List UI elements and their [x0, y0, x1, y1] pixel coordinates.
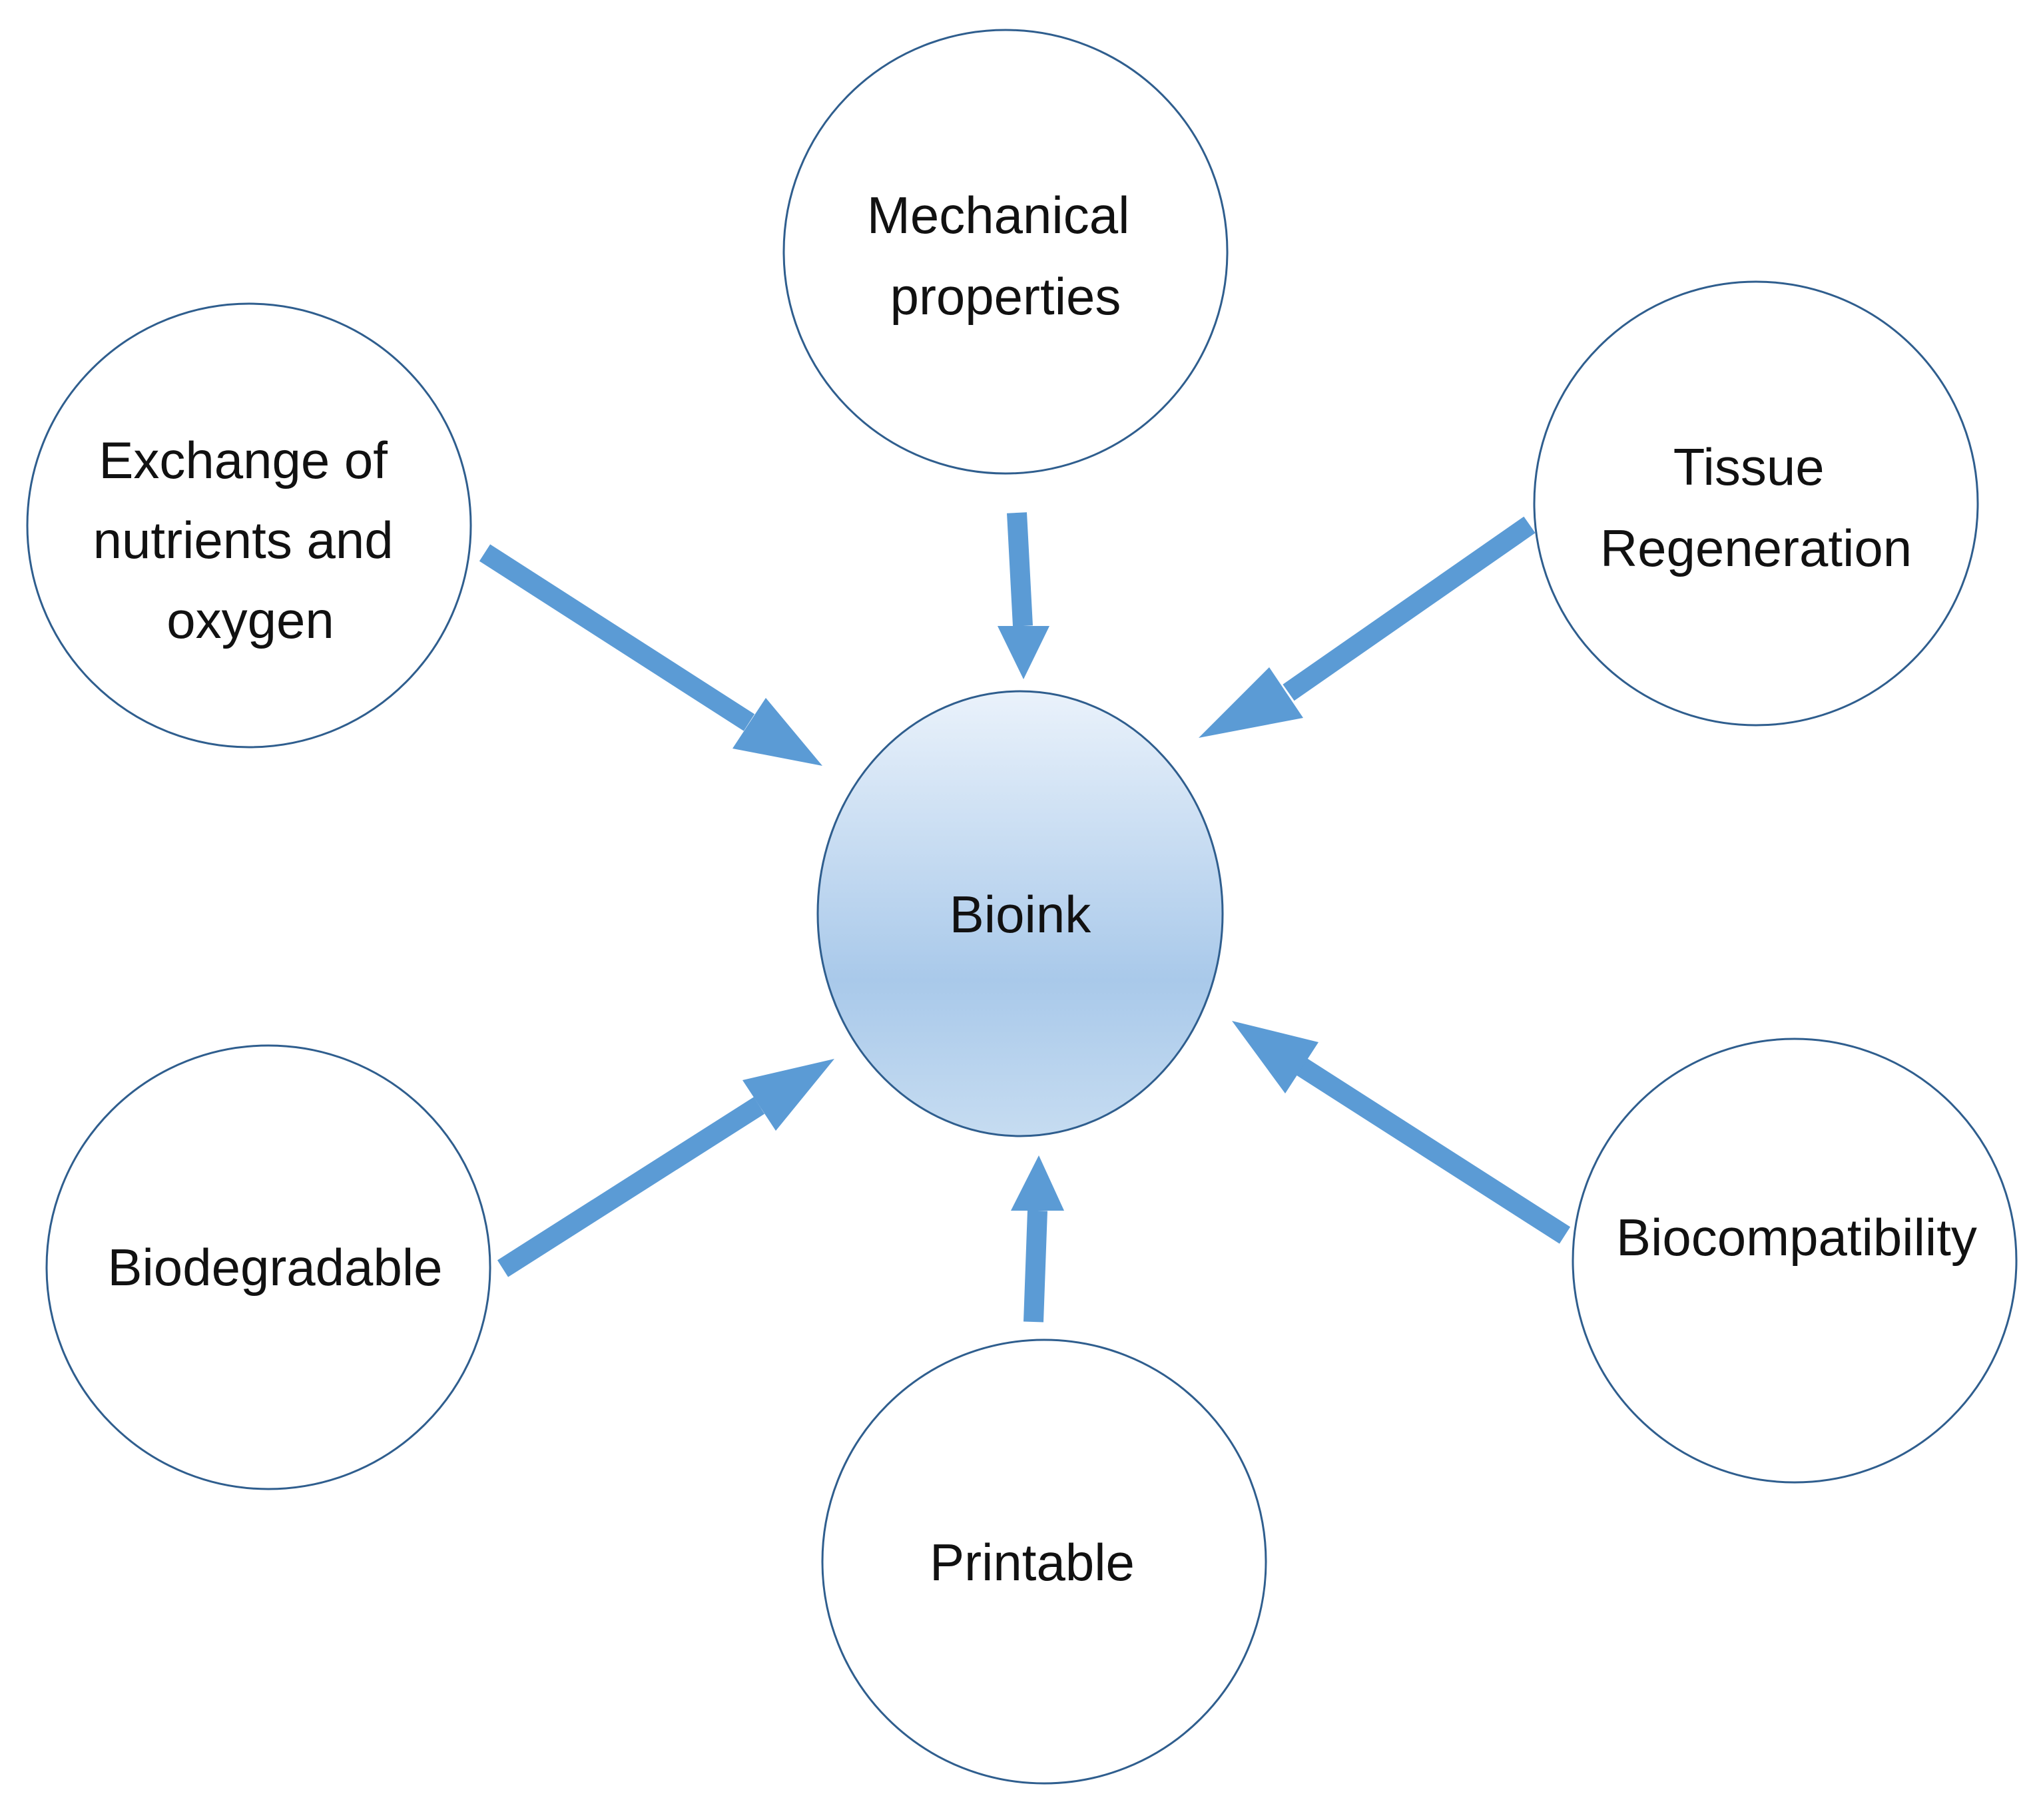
center-label: Bioink	[950, 885, 1091, 944]
arrow-mechanical-to-bioink-shaft	[1007, 512, 1033, 627]
arrow-biodegradable-to-bioink-head	[742, 1059, 834, 1131]
arrow-tissue-to-bioink-shaft	[1283, 516, 1536, 701]
node-label-line: oxygen	[166, 591, 334, 649]
node-label-line: Tissue	[1673, 438, 1825, 496]
node-mechanical: Mechanical properties	[782, 29, 1229, 475]
node-label-line: Regeneration	[1600, 519, 1912, 577]
node-label-line: Mechanical	[867, 186, 1130, 244]
arrow-biocompatibility-to-bioink-head	[1232, 1021, 1318, 1093]
node-circle	[1533, 280, 1979, 727]
node-label: Tissue Regeneration	[1600, 438, 1912, 577]
arrow-mechanical-to-bioink-head	[998, 626, 1049, 679]
node-label-line: Biodegradable	[107, 1238, 442, 1297]
arrow-exchange-to-bioink-head	[732, 698, 822, 766]
arrow-biodegradable-to-bioink-shaft	[497, 1097, 765, 1277]
center-node-bioink: Bioink	[816, 690, 1224, 1137]
arrow-printable-to-bioink-head	[1011, 1155, 1064, 1211]
node-biocompatibility: Biocompatibility	[1572, 1038, 2018, 1484]
node-exchange-nutrients-oxygen: Exchange of nutrients and oxygen	[26, 302, 472, 749]
arrow-printable-to-bioink-shaft	[1023, 1210, 1047, 1323]
arrow-biocompatibility-to-bioink-shaft	[1296, 1058, 1571, 1244]
node-label: Exchange of nutrients and oxygen	[93, 431, 408, 649]
node-label-line: Biocompatibility	[1616, 1208, 1977, 1267]
node-biodegradable: Biodegradable	[45, 1044, 491, 1490]
node-label: Biocompatibility	[1616, 1208, 1977, 1267]
arrow-exchange-to-bioink-shaft	[479, 544, 755, 731]
node-tissue-regeneration: Tissue Regeneration	[1533, 280, 1979, 727]
node-label-line: Exchange of	[99, 431, 388, 489]
node-label-line: nutrients and	[93, 511, 394, 569]
node-circle	[1572, 1038, 2018, 1484]
node-circle	[45, 1044, 491, 1490]
arrows	[479, 512, 1571, 1323]
node-printable: Printable	[821, 1339, 1267, 1785]
node-label: Mechanical properties	[867, 186, 1144, 326]
node-circle	[821, 1339, 1267, 1785]
node-label: Biodegradable	[107, 1238, 442, 1297]
arrow-tissue-to-bioink-head	[1199, 667, 1303, 738]
node-circle	[782, 29, 1229, 475]
node-circle	[26, 302, 472, 749]
node-label-line: Printable	[930, 1533, 1135, 1592]
center-circle	[816, 690, 1224, 1137]
node-label: Printable	[930, 1533, 1135, 1592]
node-label-line: properties	[890, 267, 1121, 326]
